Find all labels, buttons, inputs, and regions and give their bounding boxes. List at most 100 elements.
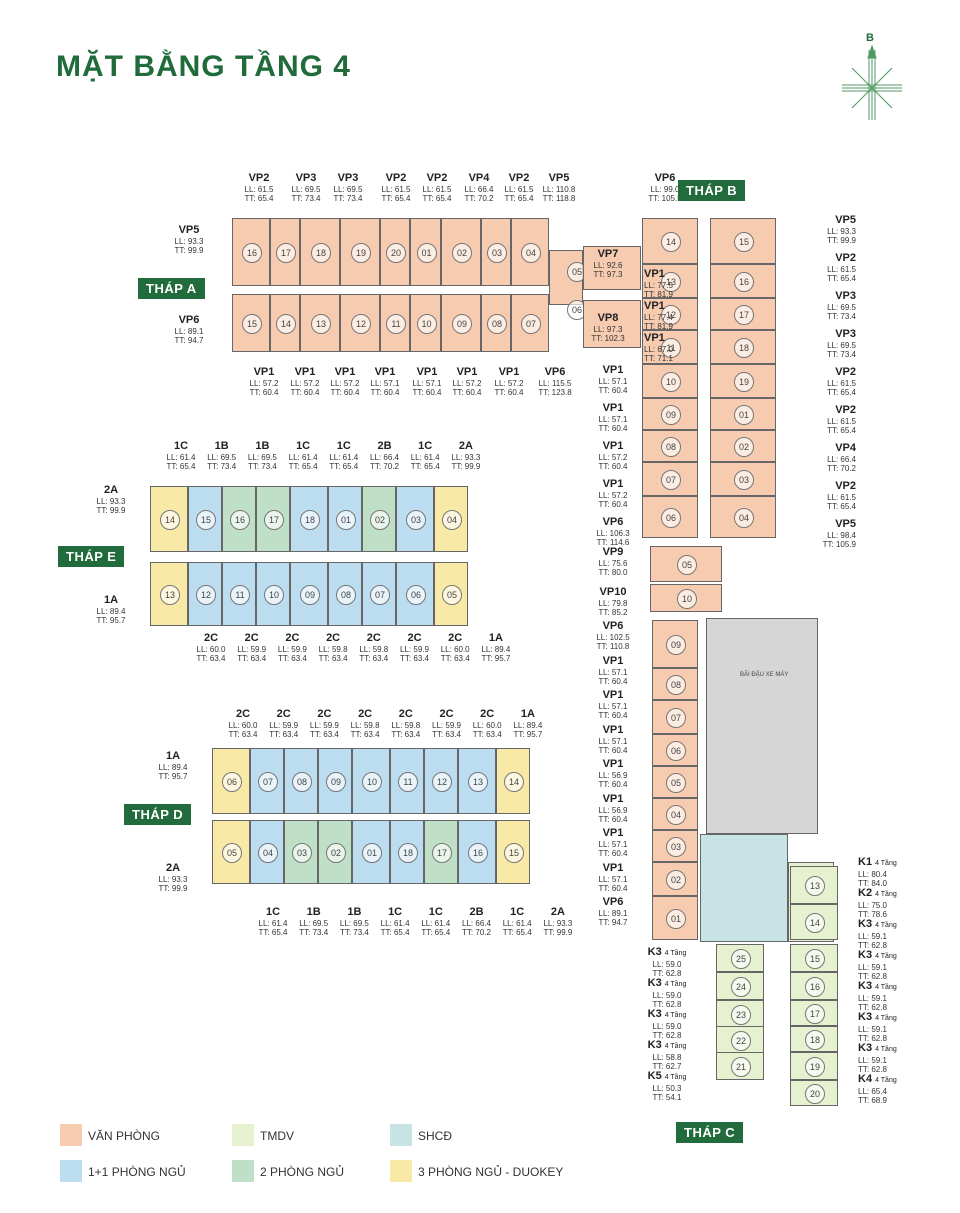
- unit-number: 10: [416, 314, 437, 334]
- usable-area: LL: 75.6: [598, 559, 628, 568]
- total-area: TT: 95.7: [481, 654, 511, 663]
- usable-area: LL: 77.4: [644, 313, 673, 322]
- total-area: TT: 62.8: [652, 1000, 682, 1009]
- usable-area: LL: 61.5: [827, 379, 856, 388]
- total-area: TT: 65.4: [380, 928, 410, 937]
- usable-area: LL: 99.0: [650, 185, 680, 194]
- total-area: TT: 73.4: [827, 312, 856, 321]
- unit-number: 24: [731, 977, 751, 997]
- usable-area: LL: 59.9: [269, 721, 299, 730]
- unit-code: VP6: [178, 314, 200, 326]
- usable-area: LL: 98.4: [827, 531, 856, 540]
- unit-code: VP1: [602, 654, 624, 667]
- total-area: TT: 81.9: [644, 290, 673, 299]
- total-area: TT: 62.8: [858, 1003, 887, 1012]
- total-area: TT: 81.9: [644, 322, 673, 331]
- unit-number: 16: [734, 272, 754, 292]
- total-area: TT: 60.4: [598, 386, 628, 395]
- total-area: TT: 60.4: [412, 388, 442, 397]
- usable-area: LL: 80.4: [858, 870, 887, 879]
- unit-number: 07: [370, 585, 390, 605]
- unit-code: VP2: [426, 172, 448, 184]
- usable-area: LL: 59.8: [391, 721, 421, 730]
- unit-number: 16: [468, 843, 488, 863]
- unit-number: 06: [406, 585, 426, 605]
- unit-number: 06: [666, 741, 686, 761]
- tower-b-right-unit: [710, 364, 776, 398]
- total-area: TT: 73.4: [333, 194, 363, 203]
- unit-code: 2C: [276, 708, 291, 720]
- legend-swatch: [232, 1160, 254, 1182]
- unit-code: 1C: [265, 906, 281, 918]
- unit-number: 14: [160, 510, 180, 530]
- unit-code: VP1: [644, 268, 665, 280]
- unit-number: 07: [661, 470, 681, 490]
- usable-area: LL: 89.1: [598, 909, 628, 918]
- unit-number: 07: [666, 708, 686, 728]
- total-area: TT: 65.4: [381, 194, 411, 203]
- unit-number: 18: [311, 243, 331, 263]
- unit-number: 13: [661, 272, 681, 292]
- unit-number: 05: [677, 555, 697, 575]
- usable-area: LL: 93.3: [543, 919, 573, 928]
- usable-area: LL: 97.3: [593, 325, 623, 334]
- usable-area: LL: 106.3: [596, 529, 630, 538]
- usable-area: LL: 59.1: [858, 1025, 887, 1034]
- total-area: TT: 65.4: [502, 928, 532, 937]
- total-area: TT: 63.4: [391, 730, 421, 739]
- unit-code: 2C: [285, 632, 300, 644]
- unit-code: VP3: [835, 290, 856, 302]
- usable-area: LL: 75.0: [858, 901, 887, 910]
- usable-area: LL: 61.4: [410, 453, 440, 462]
- unit-number: 12: [196, 585, 216, 605]
- unit-code: 2C: [326, 632, 341, 644]
- usable-area: LL: 61.4: [329, 453, 359, 462]
- total-area: TT: 62.8: [652, 969, 682, 978]
- total-area: TT: 60.4: [370, 388, 400, 397]
- unit-code: 1C: [388, 906, 403, 918]
- usable-area: LL: 61.4: [258, 919, 288, 928]
- total-area: TT: 94.7: [598, 918, 628, 927]
- unit-code: 1C: [418, 440, 433, 452]
- unit-number: 19: [734, 372, 754, 392]
- usable-area: LL: 59.1: [858, 1056, 887, 1065]
- unit-number: 08: [336, 585, 356, 605]
- unit-number: 17: [264, 510, 284, 530]
- usable-area: LL: 110.8: [542, 185, 576, 194]
- unit-number: 19: [351, 243, 371, 263]
- total-area: TT: 65.4: [504, 194, 534, 203]
- unit-code: VP4: [835, 442, 856, 454]
- unit-number: 10: [661, 372, 681, 392]
- usable-area: LL: 57.2: [494, 379, 524, 388]
- unit-code: VP2: [385, 172, 407, 184]
- total-area: TT: 65.4: [410, 462, 440, 471]
- unit-code: VP6: [654, 172, 676, 184]
- unit-code: VP3: [835, 328, 856, 340]
- total-area: TT: 73.4: [339, 928, 369, 937]
- unit-number: 08: [487, 314, 507, 334]
- unit-code: VP7: [597, 248, 619, 260]
- unit-code: 2C: [480, 708, 495, 720]
- unit-code: VP1: [602, 861, 624, 874]
- unit-number: 01: [734, 405, 754, 425]
- total-area: TT: 54.1: [652, 1093, 682, 1102]
- usable-area: LL: 92.6: [593, 261, 623, 270]
- unit-number: 10: [362, 772, 382, 792]
- usable-area: LL: 57.1: [598, 874, 628, 884]
- unit-code: 1C: [510, 906, 525, 918]
- unit-code: 2A: [458, 440, 473, 452]
